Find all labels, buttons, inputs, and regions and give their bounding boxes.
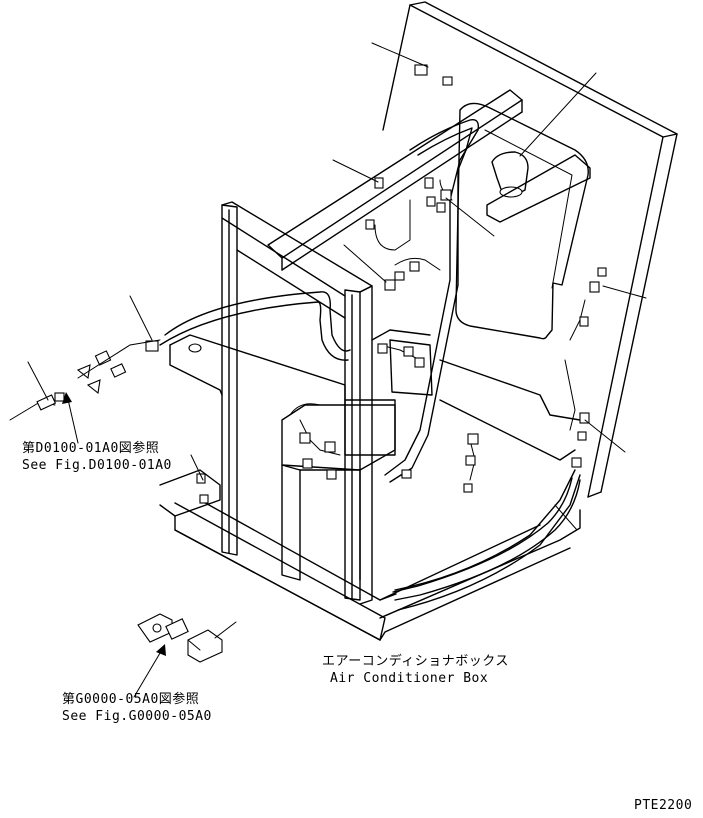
reference-label-d0100-en: See Fig.D0100-01A0 — [22, 458, 172, 473]
connectors — [145, 64, 607, 504]
base-frame — [159, 359, 581, 641]
top-beam — [267, 89, 523, 271]
back-panel — [382, 1, 678, 498]
drawing-code: PTE2200 — [634, 798, 693, 813]
reference-label-g0000-jp: 第G0000-05A0図参照 — [62, 692, 200, 707]
harness-routes — [159, 119, 586, 601]
frame-posts — [221, 201, 373, 605]
air-conditioner-box-label-en: Air Conditioner Box — [330, 671, 489, 686]
air-conditioner-box-label-jp: エアーコンディショナボックス — [322, 654, 509, 669]
leader-lines — [27, 42, 647, 698]
air-conditioner-box — [169, 329, 433, 581]
bottom-component — [137, 613, 223, 663]
reference-label-d0100-jp: 第D0100-01A0図参照 — [22, 441, 160, 456]
loose-connectors — [9, 339, 161, 421]
reference-label-g0000-en: See Fig.G0000-05A0 — [62, 709, 212, 724]
reservoir — [486, 151, 591, 223]
